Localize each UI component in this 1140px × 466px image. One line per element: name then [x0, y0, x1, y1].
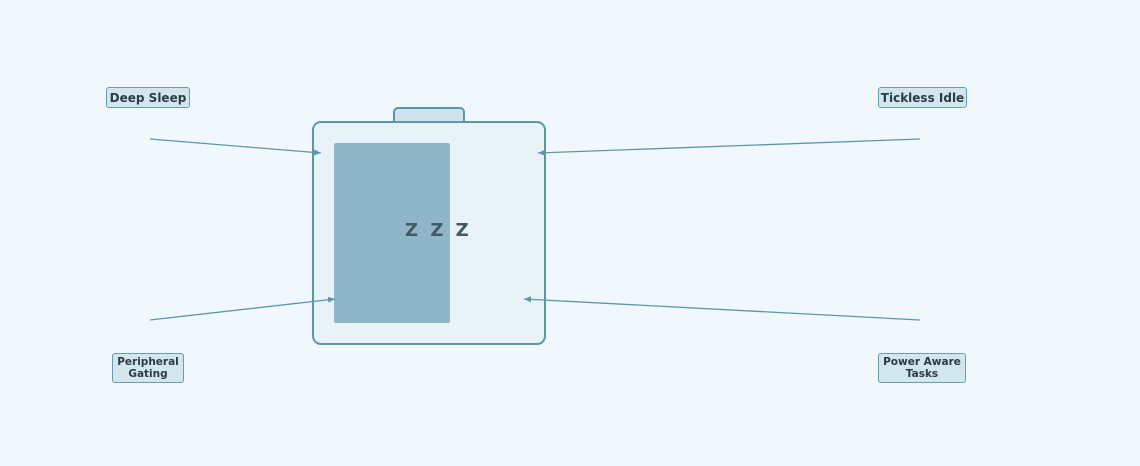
battery-fill — [334, 143, 450, 323]
label-tickless-idle: Tickless Idle — [878, 87, 967, 108]
label-power-aware-tasks: Power Aware Tasks — [878, 353, 966, 383]
battery-device — [312, 107, 546, 345]
label-peripheral-gating: Peripheral Gating — [112, 353, 184, 383]
label-deep-sleep: Deep Sleep — [106, 87, 190, 108]
connector-peripheral-gating — [149, 296, 336, 321]
connector-tickless-idle — [537, 138, 921, 156]
sleep-indicator-text: Z Z Z — [405, 220, 472, 241]
connector-power-aware-tasks — [523, 296, 921, 321]
connector-deep-sleep — [149, 138, 322, 156]
